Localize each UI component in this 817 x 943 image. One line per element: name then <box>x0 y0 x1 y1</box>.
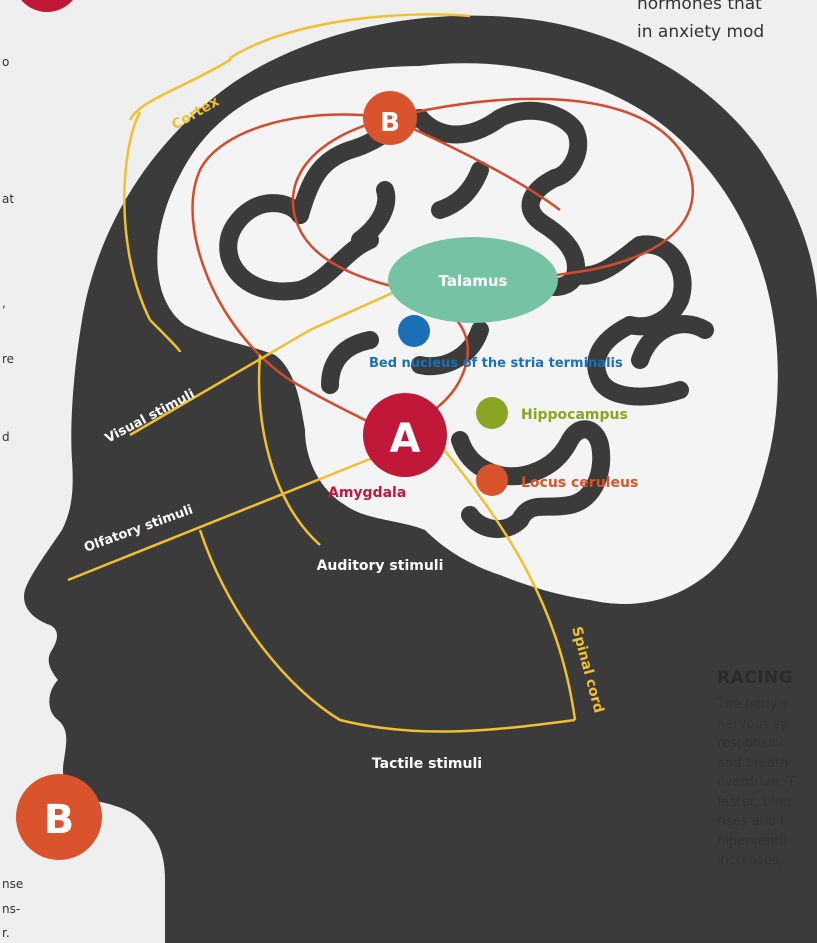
amygdala-label: Amygdala <box>328 485 406 501</box>
left-fragment-4: re <box>2 352 15 366</box>
racing-line: overdrive. T <box>717 775 795 790</box>
top-paragraph: normones that in anxiety mod <box>637 0 764 46</box>
auditory-stimuli-label: Auditory stimuli <box>317 558 444 574</box>
locus-ceruleus-label: Locus ceruleus <box>521 475 638 491</box>
left-fragment-5: d <box>2 430 10 444</box>
top-line-2: in anxiety mod <box>637 22 765 42</box>
racing-line: responsibl <box>717 736 784 751</box>
tactile-stimuli-label: Tactile stimuli <box>372 756 482 772</box>
side-marker-b-letter: B <box>44 797 75 843</box>
stimulus-pathways <box>67 13 577 733</box>
racing-line: increases, <box>717 853 783 868</box>
side-marker-b <box>16 774 102 860</box>
left-fragment-1: o <box>2 55 10 69</box>
hippocampus-label: Hippocampus <box>521 407 628 423</box>
amygdala-marker-a <box>363 393 447 477</box>
racing-line: hiperventil <box>717 833 787 849</box>
brain-folds <box>219 101 714 539</box>
racing-body: The body's nervous sy responsibl and bre… <box>717 695 817 871</box>
locus-ceruleus-dot <box>476 464 508 496</box>
bed-nucleus-label: Bed nucleus of the stria terminalis <box>369 356 623 371</box>
left-fragment-2: at <box>2 192 15 206</box>
racing-line: faster, bloo <box>717 794 791 810</box>
racing-line: and breath <box>717 755 789 771</box>
hippocampus-dot <box>476 397 508 429</box>
racing-line: nervous sy <box>717 716 788 732</box>
marker-b-letter: B <box>380 108 400 138</box>
talamus-label: Talamus <box>439 272 508 290</box>
bed-nucleus-dot <box>398 315 430 347</box>
cortex-marker-b <box>363 91 417 145</box>
racing-title: RACING <box>717 668 794 688</box>
left-fragment-3: , <box>2 296 6 310</box>
top-line-1: normones that <box>637 0 762 14</box>
top-left-marker <box>21 0 73 12</box>
talamus-node <box>388 237 558 323</box>
left-fragment-7: ns- <box>2 902 21 916</box>
racing-line: rises and t <box>717 814 786 829</box>
left-fragment-6: nse <box>2 877 24 891</box>
left-fragment-8: r. <box>2 926 10 940</box>
racing-line: The body's <box>717 697 788 712</box>
marker-a-letter: A <box>390 416 421 462</box>
